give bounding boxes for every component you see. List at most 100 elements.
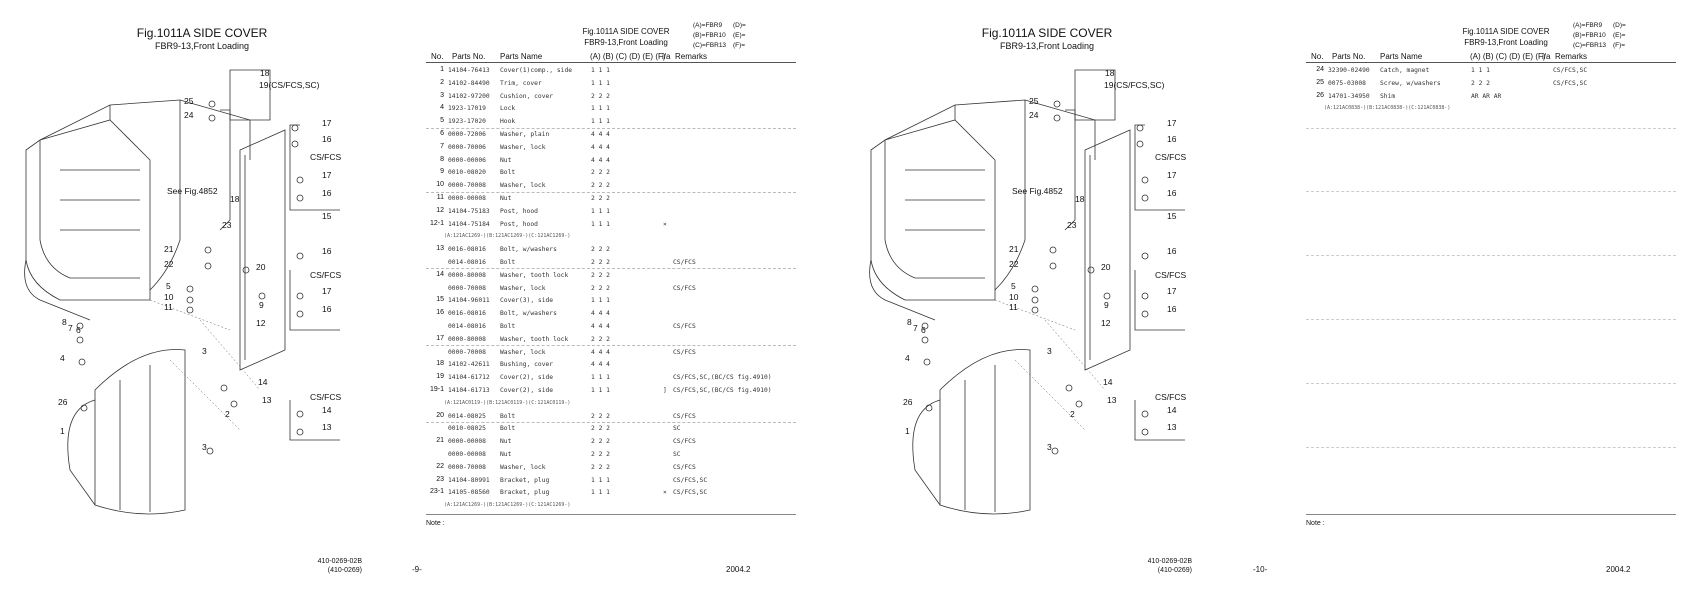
col-models: (A) (B) (C) (D) (E) (F) xyxy=(590,52,666,61)
figure-subtitle: FBR9-13,Front Loading xyxy=(154,41,250,51)
parts-name: Cover(2), side xyxy=(500,387,554,394)
fastener-part xyxy=(1141,252,1149,260)
fastener-part xyxy=(230,400,238,408)
quantities: 1 1 1 xyxy=(1471,67,1490,74)
diagram-line xyxy=(24,259,91,321)
serial-note-row: (A:121AC0838-)(B:121AC0838-)(C:121AC0838… xyxy=(1306,102,1676,115)
callout-label: CS/FCS xyxy=(1155,392,1187,402)
col-parts-no: Parts No. xyxy=(452,52,486,61)
item-no: 15 xyxy=(436,296,444,304)
fastener-part xyxy=(186,285,194,293)
blank-row-divider xyxy=(1306,191,1676,192)
item-no: 19-1 xyxy=(430,386,445,393)
quantities: 1 1 1 xyxy=(591,118,610,126)
callout-label: 12 xyxy=(1101,318,1111,328)
col-no: No. xyxy=(1311,52,1324,61)
fastener-part xyxy=(1087,266,1095,274)
callout-label: 16 xyxy=(322,188,332,198)
fastener-part xyxy=(923,358,931,366)
parts-no: 0000-00008 xyxy=(448,451,486,458)
callout-label: 13 xyxy=(262,395,272,405)
fastener-part xyxy=(1141,176,1149,184)
diagram-line xyxy=(870,119,996,301)
parts-no: 0000-80008 xyxy=(448,335,486,343)
parts-name: Washer, tooth lock xyxy=(500,271,569,279)
quantities: 2 2 2 xyxy=(591,182,610,190)
fastener-part xyxy=(1103,292,1111,300)
item-no: 8 xyxy=(440,155,444,163)
fastener-part xyxy=(1049,246,1057,254)
callout-label: 8 xyxy=(907,317,912,327)
fastener-part xyxy=(204,246,212,254)
note-divider xyxy=(1306,514,1676,515)
fastener-part xyxy=(1053,100,1061,108)
serial-note: (A:121AC0119-)(B:121AC0119-)(C:121AC0119… xyxy=(444,399,571,406)
drawing-code: 410-0269-02B (410-0269) xyxy=(282,557,362,575)
col-ia: i/a xyxy=(1542,52,1551,61)
quantities: 2 2 2 xyxy=(591,259,610,266)
drawing-code-number: 410-0269-02B xyxy=(317,558,362,565)
parts-no: 0000-80008 xyxy=(448,271,486,279)
quantities: AR AR AR xyxy=(1471,92,1502,100)
page-number: -9- xyxy=(412,565,422,574)
parts-name: Washer, tooth lock xyxy=(500,335,569,343)
blank-row-divider xyxy=(1306,383,1676,384)
parts-name: Bolt xyxy=(500,323,516,330)
item-no: 24 xyxy=(1316,66,1324,73)
callout-label: 16 xyxy=(1167,246,1177,256)
quantities: 1 1 1 xyxy=(591,489,610,497)
fastener-part xyxy=(1141,292,1149,300)
blank-row-divider xyxy=(1306,319,1676,320)
serial-note: (A:121AC1269-)(B:121AC1269-)(C:121AC1269… xyxy=(444,233,571,240)
callout-label: 14 xyxy=(1167,405,1177,415)
callout-label: 13 xyxy=(322,422,332,432)
quantities: 1 1 1 xyxy=(591,374,610,382)
parts-no: 14104-76413 xyxy=(448,67,490,74)
page-number: -10- xyxy=(1253,565,1268,574)
parts-no: 14104-80991 xyxy=(448,476,490,484)
callout-label: 16 xyxy=(322,246,332,256)
diagram-line xyxy=(1084,129,1131,371)
quantities: 2 2 2 xyxy=(591,438,610,446)
quantities: 1 1 1 xyxy=(591,67,610,74)
item-no: 26 xyxy=(1316,91,1324,99)
callout-label: 24 xyxy=(1029,110,1039,120)
parts-no: 14104-75184 xyxy=(448,220,490,228)
callout-label: 17 xyxy=(322,170,332,180)
callout-label: 24 xyxy=(184,110,194,120)
callout-label: 1 xyxy=(60,426,65,436)
callout-label: 11 xyxy=(164,302,173,312)
parts-name: Cover(2), side xyxy=(500,374,554,382)
callout-label: 2 xyxy=(1070,409,1075,419)
drawing-code-ref: (410-0269) xyxy=(327,567,362,574)
fastener-part xyxy=(186,296,194,304)
callout-label: 18 xyxy=(230,194,240,204)
quantities: 2 2 2 xyxy=(591,451,610,458)
note-divider xyxy=(426,514,796,515)
quantities: 2 2 2 xyxy=(591,246,610,254)
model-legend: (A)=FBR9(D)= (B)=FBR10(E)= (C)=FBR13(F)= xyxy=(693,22,746,49)
parts-name: Bolt xyxy=(500,259,516,266)
callout-label: 4 xyxy=(60,353,65,363)
callout-label: 16 xyxy=(1167,134,1177,144)
remarks: SC xyxy=(673,451,681,458)
callout-label: 10 xyxy=(164,292,174,302)
parts-no: 0000-70008 xyxy=(448,284,486,292)
diagram-line xyxy=(229,69,271,121)
parts-name: Bracket, plug xyxy=(500,476,550,484)
diagram-line xyxy=(884,99,1096,160)
diagram-line xyxy=(869,259,936,321)
parts-name: Catch, magnet xyxy=(1380,67,1430,74)
callout-label: 2 xyxy=(225,409,230,419)
